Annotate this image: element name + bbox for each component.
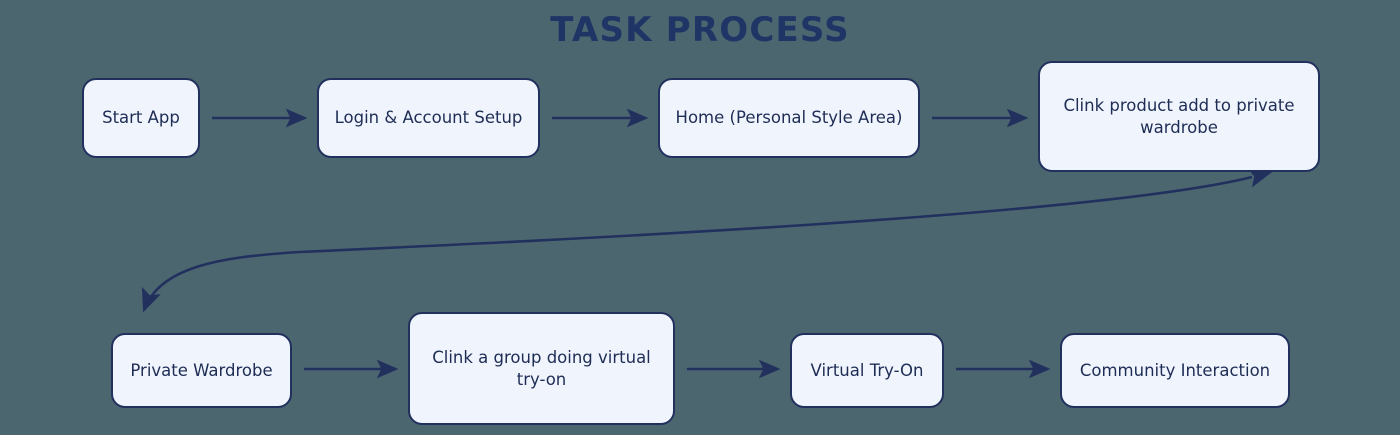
connector-wardrobe-loop (141, 167, 1273, 313)
node-clink-product-add[interactable]: Clink product add to private wardrobe (1038, 61, 1320, 172)
node-label: Clink a group doing virtual try-on (432, 347, 651, 389)
node-community-interaction[interactable]: Community Interaction (1060, 333, 1290, 408)
node-clink-group-tryon[interactable]: Clink a group doing virtual try-on (408, 312, 675, 425)
node-home-personal-style[interactable]: Home (Personal Style Area) (658, 78, 920, 158)
node-login-account-setup[interactable]: Login & Account Setup (317, 78, 540, 158)
node-label: Clink product add to private wardrobe (1063, 95, 1295, 137)
node-label: Virtual Try-On (810, 360, 924, 380)
node-label: Community Interaction (1079, 360, 1271, 380)
node-start-app[interactable]: Start App (82, 78, 200, 158)
node-virtual-try-on[interactable]: Virtual Try-On (790, 333, 944, 408)
page-title: TASK PROCESS (550, 10, 850, 50)
node-label: Login & Account Setup (334, 108, 523, 128)
node-private-wardrobe[interactable]: Private Wardrobe (111, 333, 292, 408)
node-label: Private Wardrobe (130, 360, 273, 380)
node-label: Home (Personal Style Area) (675, 108, 903, 128)
node-label: Start App (102, 108, 180, 128)
